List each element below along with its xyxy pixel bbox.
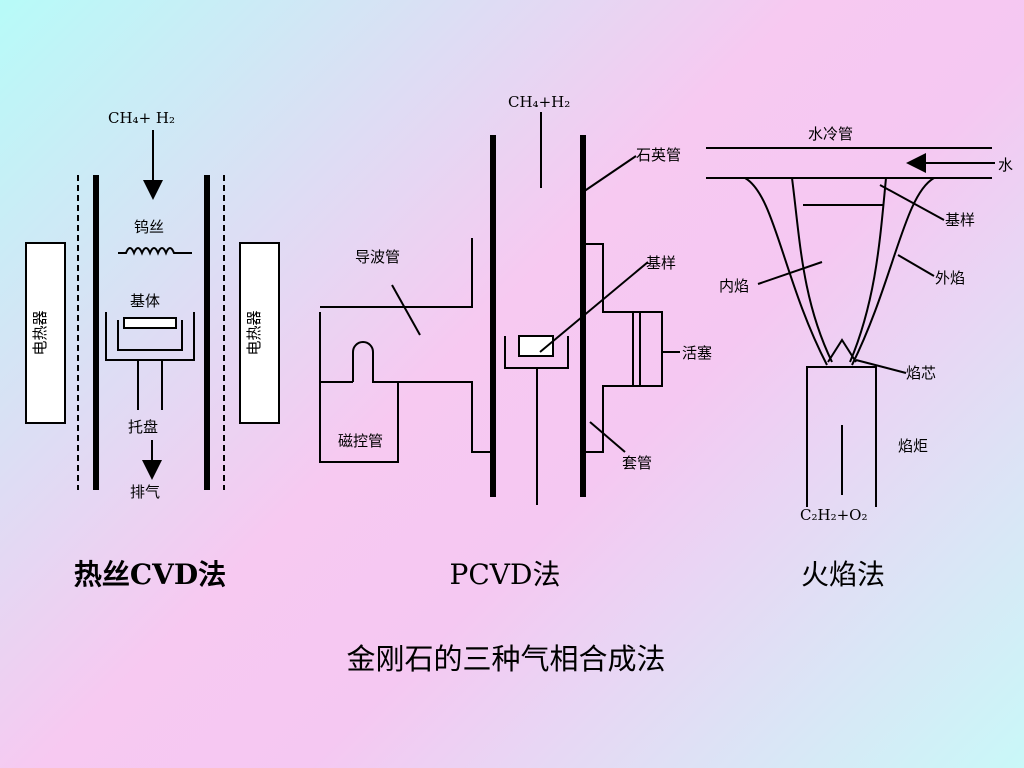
- piston-label: 活塞: [682, 344, 712, 362]
- inner-flame: [791, 177, 887, 363]
- substrate-label: 基体: [130, 292, 160, 310]
- flame-core-label: 焰芯: [906, 364, 936, 382]
- hfcvd-diagram: CH₄+ H₂ 钨丝 基体 托盘 排气 电热器 电热器: [25, 109, 280, 501]
- pcvd-substrate-label: 基样: [646, 254, 676, 272]
- pcvd-gas-label: CH₄+H₂: [508, 93, 570, 111]
- quartz-tube-pointer: [582, 155, 637, 193]
- heater-left: [25, 242, 66, 424]
- substrate-holder-inner: [117, 320, 183, 351]
- hfcvd-gas-label: CH₄+ H₂: [108, 109, 175, 127]
- magnetron-antenna: [352, 341, 398, 383]
- cavity-outline: [583, 243, 663, 453]
- exhaust-label: 排气: [130, 483, 160, 501]
- waveguide-pointer: [391, 284, 421, 336]
- heater-right: [239, 242, 280, 424]
- heater-right-label: 电热器: [245, 310, 263, 355]
- pcvd-caption: PCVD法: [450, 558, 561, 591]
- inner-flame-pointer: [757, 261, 823, 285]
- flame-core: [827, 338, 857, 363]
- outer-flame-label: 外焰: [935, 269, 965, 287]
- torch-label: 焰炬: [898, 437, 928, 455]
- heater-left-label: 电热器: [31, 310, 49, 355]
- outer-flame: [744, 177, 935, 366]
- flame-substrate-label: 基样: [945, 211, 975, 229]
- hfcvd-caption: 热丝CVD法: [74, 558, 226, 591]
- flame-diagram: 水冷管 水 基样 外焰 内焰 焰芯 焰炬 C₂H₂+O₂: [706, 125, 1013, 524]
- magnetron-label: 磁控管: [338, 432, 383, 450]
- slide-title: 金刚石的三种气相合成法: [346, 642, 665, 676]
- water-label: 水: [998, 156, 1013, 174]
- flame-substrate-pointer: [879, 184, 945, 221]
- inner-flame-label: 内焰: [719, 277, 749, 295]
- substrate-holder-outer: [105, 312, 195, 361]
- substrate-plate: [123, 317, 177, 329]
- waveguide-label: 导波管: [355, 248, 400, 266]
- sleeve-pointer: [589, 421, 626, 453]
- tray-label: 托盘: [128, 418, 158, 436]
- filament-label: 钨丝: [134, 218, 164, 236]
- tungsten-filament: [118, 247, 192, 256]
- pcvd-diagram: CH₄+H₂ 石英管 导波管 磁控管 基样 活塞 套管: [319, 93, 712, 505]
- cooling-tube-label: 水冷管: [808, 125, 853, 143]
- waveguide-top: [320, 238, 473, 308]
- flame-caption: 火焰法: [801, 558, 885, 591]
- sleeve-label: 套管: [622, 454, 652, 472]
- quartz-tube-label: 石英管: [636, 146, 681, 164]
- pcvd-substrate: [518, 335, 554, 357]
- flame-gas-label: C₂H₂+O₂: [800, 506, 867, 524]
- torch-body: [806, 366, 877, 507]
- flame-core-pointer: [855, 359, 907, 374]
- pcvd-substrate-pointer: [539, 261, 649, 353]
- outer-flame-pointer: [897, 254, 935, 277]
